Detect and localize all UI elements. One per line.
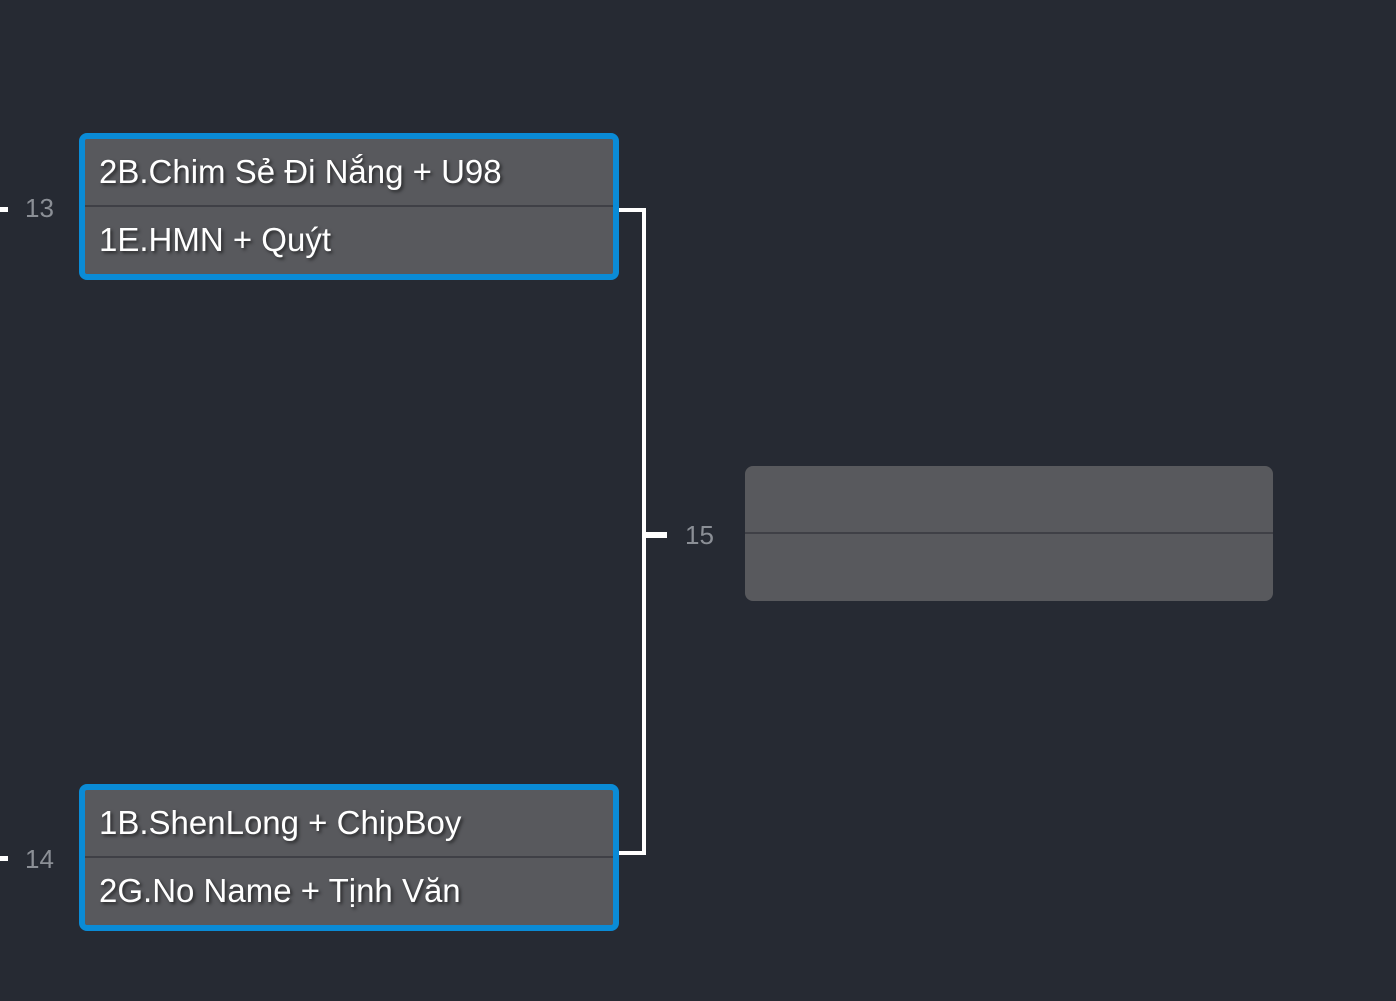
match-14[interactable]: 1B.ShenLong + ChipBoy 2G.No Name + Tịnh … (79, 784, 619, 931)
match-15[interactable] (745, 466, 1273, 601)
match-number-14: 14 (25, 844, 54, 874)
connector-15-in (642, 532, 667, 538)
match-15-team-top[interactable] (745, 466, 1273, 534)
incoming-connector-14 (0, 856, 8, 861)
match-number-15: 15 (685, 520, 714, 550)
incoming-connector-13 (0, 207, 8, 212)
match-15-team-bottom[interactable] (745, 534, 1273, 602)
match-13-team-top[interactable]: 2B.Chim Sẻ Đi Nắng + U98 (85, 139, 613, 207)
match-14-team-bottom[interactable]: 2G.No Name + Tịnh Văn (99, 872, 461, 910)
connector-13-out (619, 208, 646, 212)
match-13-team-bottom[interactable]: 1E.HMN + Quýt (99, 221, 331, 259)
connector-vertical (642, 208, 646, 855)
connector-14-out (619, 851, 646, 855)
match-number-13: 13 (25, 193, 54, 223)
match-14-team-top[interactable]: 1B.ShenLong + ChipBoy (85, 790, 613, 858)
match-13[interactable]: 2B.Chim Sẻ Đi Nắng + U98 1E.HMN + Quýt (79, 133, 619, 280)
